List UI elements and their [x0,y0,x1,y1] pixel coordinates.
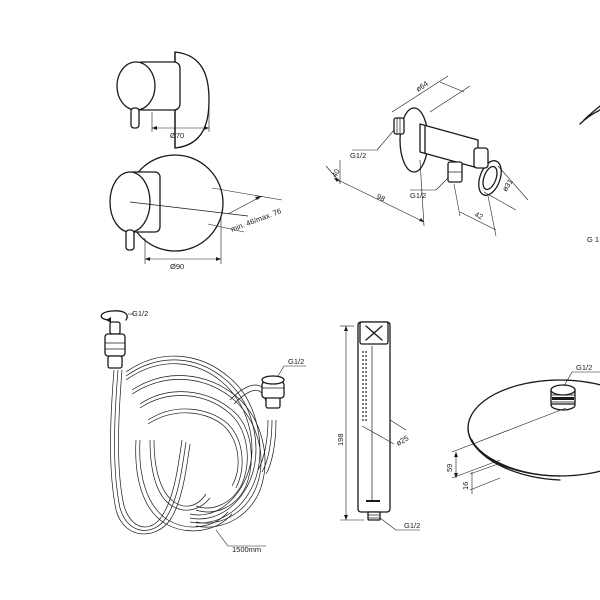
hand-shower: 198 ø25 G1/2 [336,321,420,531]
wall-outlet-length-label: 98 [375,192,386,204]
hose-thread-right-label: G1/2 [288,357,304,366]
wall-outlet-holder-diameter-label: ø31 [500,177,515,193]
wall-outlet-offset-label: 42 [473,210,484,222]
wall-outlet-thread-bottom-label: G1/2 [410,191,426,200]
wall-outlet: ø64 G1/2 40 98 G1/2 ø31 42 [325,75,529,237]
mixer-large: · min. 46/max. 76 Ø90 [109,154,283,271]
hand-shower-thread-label: G1/2 [404,521,420,530]
side-fragment: G 1 [579,105,600,244]
wall-outlet-height-label: 40 [330,167,342,179]
hose-coil [110,355,277,535]
hand-shower-length-label: 198 [336,433,345,446]
wall-outlet-thread-top-label: G1/2 [350,151,366,160]
head-shower-thread-label: G1/2 [576,363,592,372]
mixer-large-depth-label: min. 46/max. 76 [229,206,282,234]
nozzle-dots [362,351,367,421]
hose-length-label: 1500mm [232,545,261,554]
hose-thread-top-label: G1/2 [132,309,148,318]
mixer-small-diameter-label: Ø70 [170,131,184,140]
hand-shower-diameter-label: ø25 [395,433,411,447]
head-shower-height-label: 59 [445,464,454,472]
shower-hose: G1/2 [100,309,306,554]
mixer-large-diameter-label: Ø90 [170,262,184,271]
side-fragment-label: G 1 [587,235,599,244]
wall-outlet-diameter-label: ø64 [414,79,430,94]
head-shower: G1/2 59 16 [445,363,600,494]
head-shower-thickness-label: 16 [461,482,470,490]
mixer-small: Ø70 [116,51,210,149]
svg-text:·: · [121,180,122,185]
